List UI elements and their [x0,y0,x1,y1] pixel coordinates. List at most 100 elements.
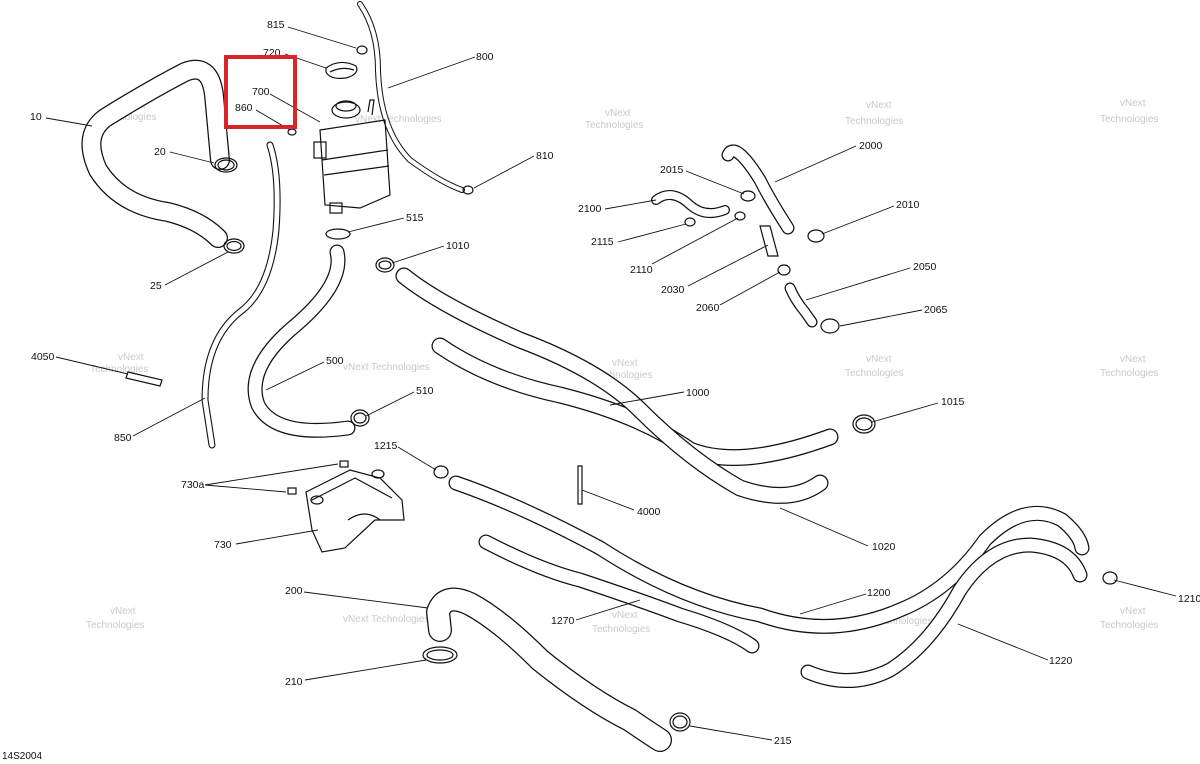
callout-2010: 2010 [896,199,920,211]
clamp-810 [462,185,474,195]
reservoir-tank-700 [313,99,391,214]
callout-4050: 4050 [31,351,55,363]
callout-2015: 2015 [660,164,684,176]
watermark-12: vNext Technologies [343,614,430,625]
clamp-25 [223,238,245,254]
callout-2110: 2110 [630,264,653,276]
svg-text:Technologies: Technologies [594,370,652,381]
watermark-7: vNext Technologies [343,362,430,373]
callout-2030: 2030 [661,284,685,296]
hose-2100 [651,190,730,219]
clamp-2065 [820,318,840,334]
callout-815: 815 [267,19,285,31]
fitting-2030 [759,225,779,257]
clamp-1210 [1102,571,1118,585]
clamp-1015 [852,414,876,434]
svg-text:Technologies: Technologies [845,116,903,127]
clamp-2110 [734,211,746,221]
svg-text:Technologies: Technologies [845,368,903,379]
callout-200: 200 [285,585,303,597]
callout-800: 800 [476,51,494,63]
ring-515 [325,228,351,240]
hose-1200 [448,475,1090,634]
callout-1215: 1215 [374,440,398,452]
callout-515: 515 [406,212,424,224]
clamp-2060 [777,264,791,276]
callout-25: 25 [150,280,162,292]
clamp-210 [422,646,458,664]
hose-1270 [478,534,760,654]
bracket-730 [305,469,405,553]
callout-1210: 1210 [1178,593,1200,605]
callout-500: 500 [326,355,344,367]
svg-text:vNext: vNext [605,108,631,119]
svg-text:Technologies: Technologies [86,620,144,631]
callout-860: 860 [235,102,253,114]
hoses [81,1,1090,752]
clamp-860 [287,128,297,136]
clamp-510 [350,409,370,427]
callout-10: 10 [30,111,42,123]
callout-2000: 2000 [859,140,883,152]
leader-lines [45,26,1177,741]
svg-text:vNext: vNext [866,354,892,365]
hose-200 [426,587,672,752]
clamp-2115 [684,217,696,227]
hose-1220 [800,537,1088,688]
hose-800 [357,1,465,193]
callout-810: 810 [536,150,554,162]
clamp-20 [214,157,238,173]
callout-4000: 4000 [637,506,661,518]
callout-2100: 2100 [578,203,602,215]
hose-850 [201,141,281,449]
clamp-2010 [807,229,825,243]
svg-text:Technologies: Technologies [1100,114,1158,125]
callout-700: 700 [252,86,270,98]
svg-text:vNext: vNext [612,610,638,621]
callout-20: 20 [154,146,166,158]
clamp-2015 [740,190,756,202]
callout-2050: 2050 [913,261,937,273]
watermark-2: vNext Technologies [355,114,442,125]
components [125,45,1118,732]
callout-2060: 2060 [696,302,720,314]
svg-text:Technologies: Technologies [1100,368,1158,379]
callout-210: 210 [285,676,303,688]
hose-2050 [784,282,818,328]
svg-text:vNext: vNext [118,352,144,363]
callout-1020: 1020 [872,541,896,553]
hose-500 [247,244,356,438]
grommet-730a [287,460,349,495]
svg-text:vNext: vNext [1120,354,1146,365]
clamp-215 [669,712,691,732]
callout-1000: 1000 [686,387,710,399]
clamp-1010 [375,257,395,273]
svg-text:Technologies: Technologies [90,364,148,375]
callout-850: 850 [114,432,132,444]
callout-1200: 1200 [867,587,891,599]
callout-1220: 1220 [1049,655,1073,667]
diagram-reference: 14S2004 [2,751,43,762]
callout-1015: 1015 [941,396,965,408]
svg-text:Technologies: Technologies [1100,620,1158,631]
callout-215: 215 [774,735,792,747]
callout-2115: 2115 [591,236,614,248]
callout-730a: 730a [181,479,205,491]
svg-text:vNext: vNext [110,606,136,617]
svg-text:vNext Technologies: vNext Technologies [355,114,442,125]
clamp-815 [356,45,368,55]
svg-text:vNext: vNext [612,358,638,369]
hose-2000 [721,144,795,235]
callout-730: 730 [214,539,232,551]
selected-part-highlight [224,55,297,129]
